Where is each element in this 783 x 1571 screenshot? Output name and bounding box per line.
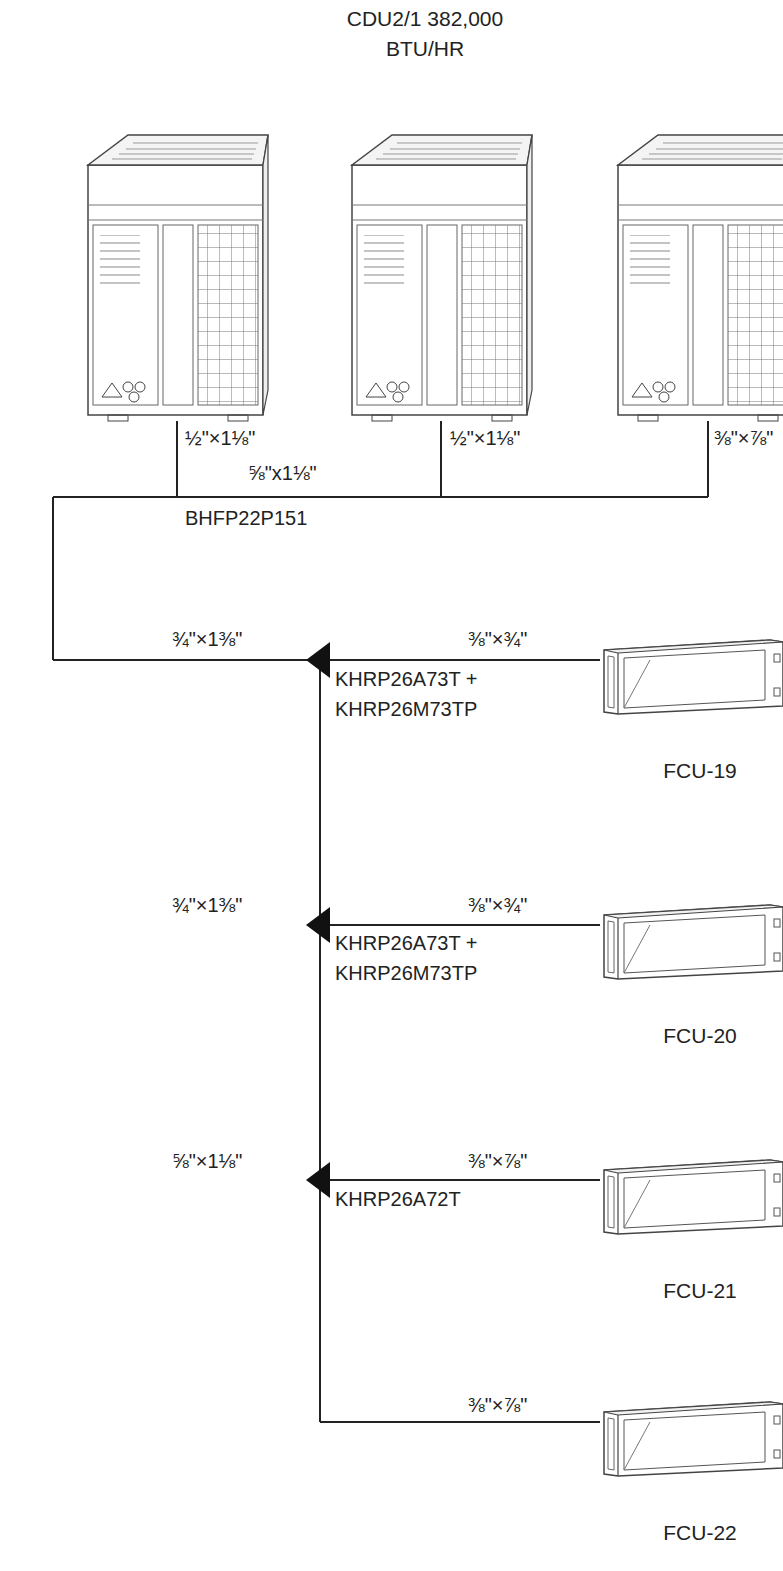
- branch-kit: KHRP26A73T + KHRP26M73TP: [335, 928, 535, 988]
- pipe-size: ½"×1⅛": [185, 423, 255, 453]
- fan-coil-unit-illustration: [600, 628, 783, 718]
- pipe-size: ¾"×1⅜": [172, 890, 242, 920]
- fan-coil-unit: FCU-19: [600, 628, 775, 808]
- pipe-size: ⅜"×⅞": [468, 1146, 527, 1176]
- branch-kit: KHRP26A73T + KHRP26M73TP: [335, 664, 535, 724]
- fan-coil-unit: FCU-21: [600, 1148, 775, 1328]
- fan-coil-unit: FCU-22: [600, 1390, 775, 1570]
- joint-model: BHFP22P151: [185, 503, 307, 533]
- unit-tag: FCU-19: [600, 756, 783, 786]
- pipe-size: ⅝"x1⅛": [248, 458, 317, 488]
- diagram-title: CDU2/1 382,000 BTU/HR: [330, 4, 520, 64]
- fan-coil-unit-illustration: [600, 1148, 783, 1238]
- pipe-size: ¾"×1⅜": [172, 624, 242, 654]
- fan-coil-unit-illustration: [600, 1390, 783, 1480]
- pipe-size: ⅝"×1⅛": [172, 1146, 242, 1176]
- pipe-size: ⅜"×¾": [468, 890, 527, 920]
- fan-coil-unit: FCU-20: [600, 893, 775, 1073]
- unit-tag: FCU-22: [600, 1518, 783, 1548]
- fan-coil-unit-illustration: [600, 893, 783, 983]
- pipe-size: ½"×1⅛": [450, 423, 520, 453]
- unit-tag: FCU-20: [600, 1021, 783, 1051]
- pipe-size: ⅜"×⅞": [714, 423, 773, 453]
- unit-tag: FCU-21: [600, 1276, 783, 1306]
- branch-kit: KHRP26A72T: [335, 1184, 461, 1214]
- pipe-size: ⅜"×¾": [468, 624, 527, 654]
- pipe-size: ⅜"×⅞": [468, 1390, 527, 1420]
